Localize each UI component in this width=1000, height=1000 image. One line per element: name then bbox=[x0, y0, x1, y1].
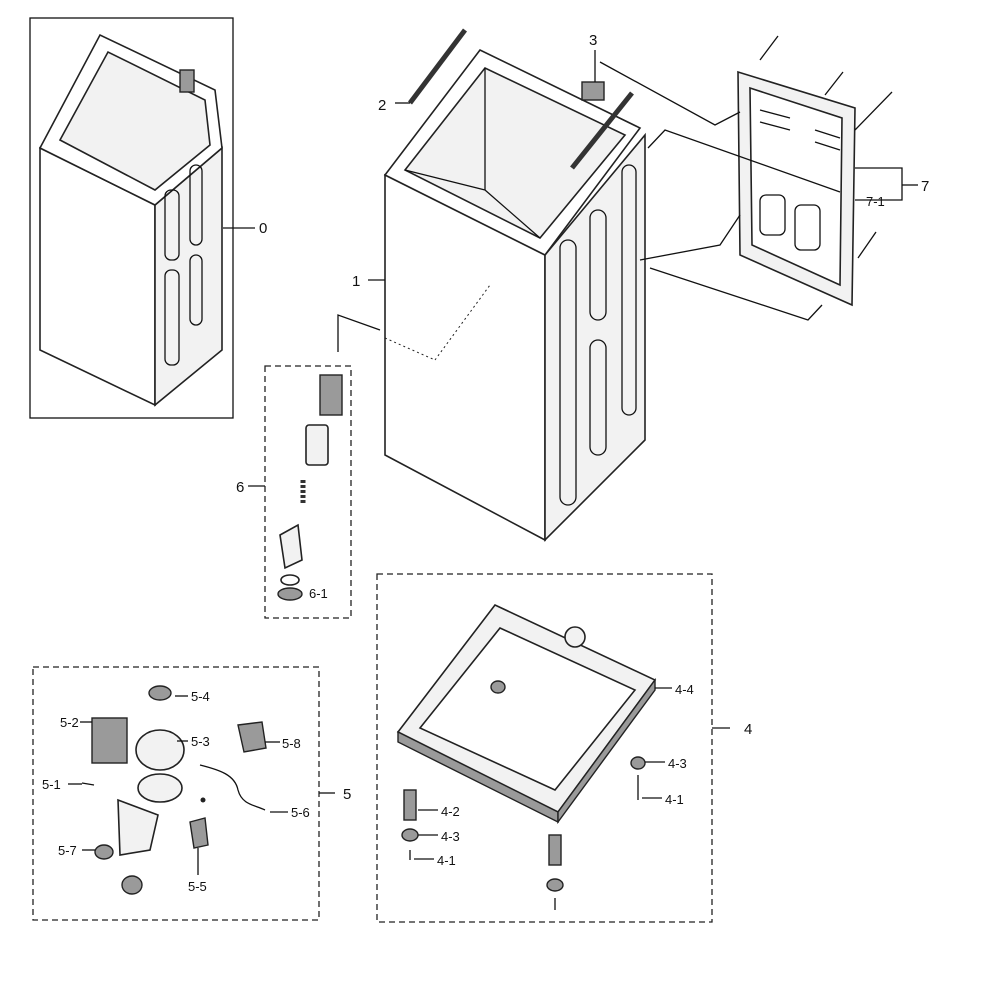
leg-foot bbox=[490, 680, 506, 694]
callout-5-4: 5-4 bbox=[191, 689, 210, 704]
base-assembly: 4-4 4-3 4-1 4-2 4-3 4-1 4 bbox=[376, 573, 752, 923]
hose-connector bbox=[319, 374, 343, 416]
callout-4-3: 4-3 bbox=[441, 829, 460, 844]
callout-4-4: 4-4 bbox=[675, 682, 694, 697]
inner-corner bbox=[484, 189, 541, 239]
hose-elbow bbox=[279, 523, 303, 570]
drain-pump-assembly: 5-4 5-2 5-3 5-8 5-1 5-6 5-7 5-5 5 bbox=[32, 666, 351, 921]
strip-2 bbox=[408, 28, 467, 105]
side-emboss bbox=[559, 239, 577, 506]
assembled-cabinet-inset: 0 bbox=[29, 17, 267, 419]
side-emboss bbox=[164, 189, 180, 261]
side-emboss bbox=[189, 254, 203, 326]
pump-foot-lower bbox=[121, 875, 143, 895]
pump-motor bbox=[91, 717, 128, 764]
top-bracket bbox=[179, 69, 195, 93]
callout-5-3: 5-3 bbox=[191, 734, 210, 749]
callout-7: 7 bbox=[921, 178, 929, 195]
callout-5-2: 5-2 bbox=[60, 715, 79, 730]
drain-fitting bbox=[564, 626, 586, 648]
callout-5-6: 5-6 bbox=[291, 805, 310, 820]
hose-assembly: 6 6-1 bbox=[236, 314, 381, 619]
cabinet-assembly: 1 bbox=[352, 48, 646, 542]
callout-0: 0 bbox=[259, 220, 267, 237]
dashed-box-6 bbox=[264, 365, 352, 619]
hidden-edge bbox=[384, 337, 436, 361]
callout-5-5: 5-5 bbox=[188, 879, 207, 894]
side-emboss bbox=[589, 209, 607, 321]
leveling-leg bbox=[546, 834, 564, 910]
side-emboss bbox=[589, 339, 607, 456]
panel-emboss bbox=[794, 204, 821, 251]
callout-3: 3 bbox=[589, 32, 597, 49]
pump-screw bbox=[200, 797, 206, 803]
guide-line bbox=[649, 267, 823, 321]
base-side-edge bbox=[557, 677, 656, 825]
callout-5-7: 5-7 bbox=[58, 843, 77, 858]
pump-foot bbox=[94, 844, 114, 860]
hidden-edge bbox=[434, 284, 491, 361]
side-emboss bbox=[189, 164, 203, 246]
panel-slot bbox=[759, 121, 791, 131]
screw bbox=[824, 71, 844, 96]
guide-line bbox=[639, 214, 741, 261]
panel-slot bbox=[814, 129, 841, 139]
screw bbox=[759, 35, 779, 61]
inner-corner bbox=[404, 169, 486, 191]
callout-4-1: 4-1 bbox=[437, 853, 456, 868]
screw bbox=[854, 91, 893, 131]
side-emboss bbox=[164, 269, 180, 366]
screw bbox=[857, 231, 877, 259]
cabinet-inner bbox=[403, 67, 627, 240]
base-inner-opening bbox=[418, 627, 637, 791]
hose-cap bbox=[277, 587, 303, 601]
guide-line-6 bbox=[337, 314, 381, 352]
callout-1: 1 bbox=[352, 273, 360, 290]
callout-5: 5 bbox=[343, 786, 351, 803]
panel-slot bbox=[759, 109, 791, 119]
pump-clip bbox=[189, 817, 209, 849]
callout-5-8: 5-8 bbox=[282, 736, 301, 751]
pump-wire bbox=[199, 764, 266, 811]
callout-4: 4 bbox=[744, 721, 752, 738]
callout-4-2: 4-2 bbox=[441, 804, 460, 819]
guide-line bbox=[599, 61, 741, 126]
callout-6-1: 6-1 bbox=[309, 586, 328, 601]
guide-line bbox=[647, 129, 841, 193]
inset-frame bbox=[29, 17, 234, 419]
back-panel-inner bbox=[749, 86, 843, 287]
callout-2: 2 bbox=[378, 97, 386, 114]
pump-screw-5-1 bbox=[81, 782, 95, 786]
callout-6: 6 bbox=[236, 479, 244, 496]
back-panel-assembly: 7 7-1 bbox=[599, 35, 929, 321]
callout-7-1: 7-1 bbox=[866, 194, 885, 209]
pump-connector bbox=[237, 721, 267, 753]
side-emboss bbox=[621, 164, 637, 416]
cabinet-inner-wall bbox=[58, 50, 211, 191]
hose-fitting bbox=[305, 424, 329, 466]
bracket-3 bbox=[581, 81, 605, 101]
strip-right bbox=[570, 91, 634, 170]
callout-4-3: 4-3 bbox=[668, 756, 687, 771]
pump-bracket bbox=[117, 798, 159, 856]
panel-emboss bbox=[759, 194, 786, 236]
pump-body bbox=[137, 773, 183, 803]
leg-foot bbox=[630, 756, 646, 770]
callout-4-1: 4-1 bbox=[665, 792, 684, 807]
dashed-box-4 bbox=[376, 573, 713, 923]
pump-cap bbox=[148, 685, 172, 701]
top-strips: 2 3 bbox=[378, 28, 634, 170]
bracket-7 bbox=[855, 167, 903, 201]
hose-clamp bbox=[280, 574, 300, 586]
pump-housing bbox=[135, 729, 185, 771]
cabinet-side bbox=[544, 132, 646, 542]
callout-5-1: 5-1 bbox=[42, 777, 61, 792]
panel-slot bbox=[814, 141, 841, 151]
leveling-leg bbox=[401, 789, 419, 860]
